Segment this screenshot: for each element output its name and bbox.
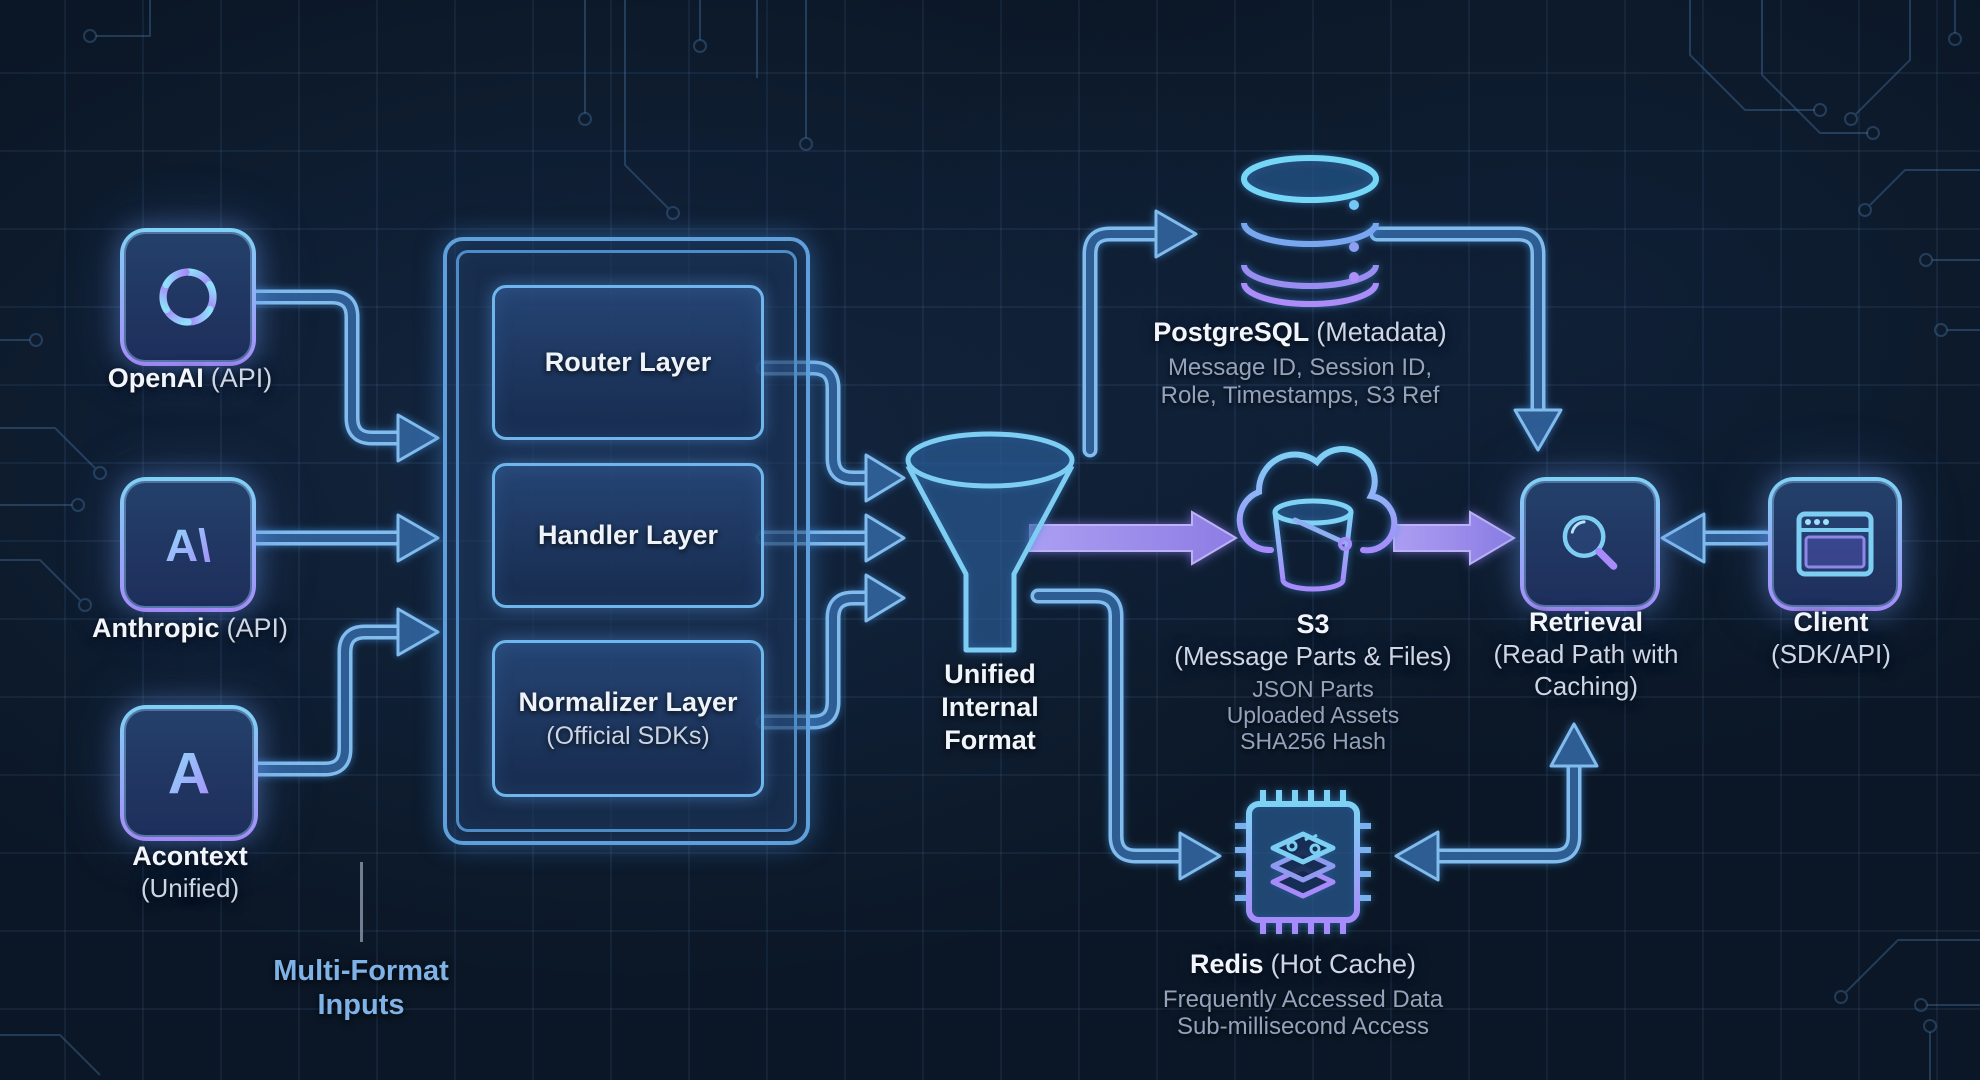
pipe-client-to-retrieval [1660, 512, 1774, 564]
anthropic-logo-icon: A\ [165, 520, 211, 571]
multi-format-inputs-caption: Multi-Format Inputs [273, 955, 449, 1021]
svg-text:A: A [168, 742, 210, 807]
magnifier-icon [1562, 515, 1618, 570]
pipe-anthropic-to-handler [243, 513, 440, 563]
acontext-label: Acontext (Unified) [132, 841, 248, 903]
svg-text:A\: A\ [165, 520, 211, 571]
arrow-s3-to-retrieval [1393, 510, 1516, 566]
retrieval-node [1520, 477, 1660, 611]
postgresql-label: PostgreSQL(Metadata) [1153, 317, 1447, 347]
redis-label: Redis(Hot Cache) [1189, 949, 1417, 979]
redis-details: Frequently Accessed Data Sub-millisecond… [1162, 986, 1444, 1040]
openai-label: OpenAI(API) [107, 363, 273, 393]
router-layer-box: Router Layer [492, 285, 764, 440]
arrow-funnel-to-s3 [1029, 510, 1238, 566]
openai-knot-icon [159, 268, 217, 326]
database-cylinder-icon [1241, 155, 1379, 307]
acontext-node: A [120, 705, 258, 841]
anthropic-label: Anthropic(API) [91, 613, 288, 643]
client-node [1768, 477, 1902, 611]
acontext-a-icon: A [168, 742, 210, 807]
browser-window-icon [1796, 511, 1874, 577]
handler-layer-box: Handler Layer [492, 463, 764, 608]
client-label: Client (SDK/API) [1771, 607, 1891, 669]
unified-internal-format-label: Unified Internal Format [941, 659, 1039, 755]
retrieval-label: Retrieval (Read Path with Caching) [1493, 607, 1679, 701]
anthropic-node: A\ [120, 477, 256, 612]
cloud-bucket-icon [1236, 446, 1398, 592]
openai-node [120, 228, 256, 366]
postgresql-details: Message ID, Session ID, Role, Timestamps… [1160, 354, 1440, 409]
caption-divider-line [360, 862, 363, 942]
normalizer-layer-box: Normalizer Layer (Official SDKs) [492, 640, 764, 797]
cache-chip-icon [1235, 790, 1371, 934]
